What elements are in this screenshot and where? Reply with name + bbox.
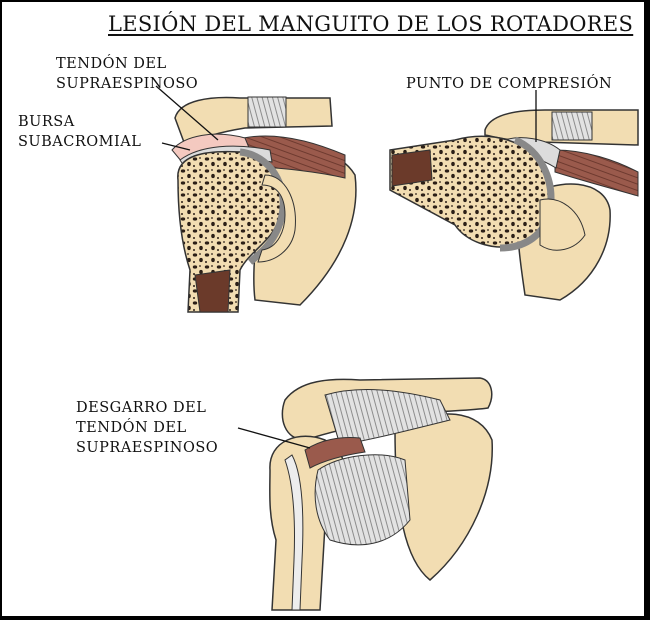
label-tendon-tear: DESGARRO DEL TENDÓN DEL SUPRAESPINOSO (76, 398, 218, 458)
shoulder-bottom-view (237, 377, 493, 611)
diagram-title: LESIÓN DEL MANGUITO DE LOS ROTADORES (108, 12, 634, 36)
supraspinatus-tear (304, 437, 366, 469)
subscapularis-bottom (314, 454, 411, 546)
label-tendon-line1: TENDÓN DEL (56, 56, 167, 72)
tear-pointer (237, 427, 311, 449)
label-bursa-line2: SUBACROMIAL (18, 134, 142, 150)
shoulder-left-view (171, 96, 357, 313)
label-tear-line3: SUPRAESPINOSO (76, 440, 219, 456)
marrow-right (391, 149, 433, 187)
supraspinatus-muscle-right (554, 149, 639, 197)
glenoid-left (257, 174, 296, 263)
label-bursa-subacromial: BURSA SUBACROMIAL (18, 112, 141, 152)
shoulder-right-view (389, 90, 639, 301)
label-bursa-line1: BURSA (18, 114, 75, 130)
rotator-cuff-ligaments (324, 389, 451, 446)
label-tendon-line2: SUPRAESPINOSO (56, 76, 199, 92)
scapula-bottom (394, 413, 493, 581)
ac-ligament-left (247, 96, 287, 128)
biceps-tendon-bottom (284, 454, 304, 611)
label-tear-line2: TENDÓN DEL (76, 420, 187, 436)
marrow-left (194, 269, 231, 313)
label-tendon-supraspinatus: TENDÓN DEL SUPRAESPINOSO (56, 54, 198, 94)
ac-ligament-right (551, 111, 593, 141)
bursa-pointer (161, 142, 191, 151)
label-tear-line1: DESGARRO DEL (76, 400, 207, 416)
tendon-pointer (155, 85, 219, 141)
glenoid-right (539, 198, 586, 251)
label-compression-point: PUNTO DE COMPRESIÓN (406, 76, 613, 92)
